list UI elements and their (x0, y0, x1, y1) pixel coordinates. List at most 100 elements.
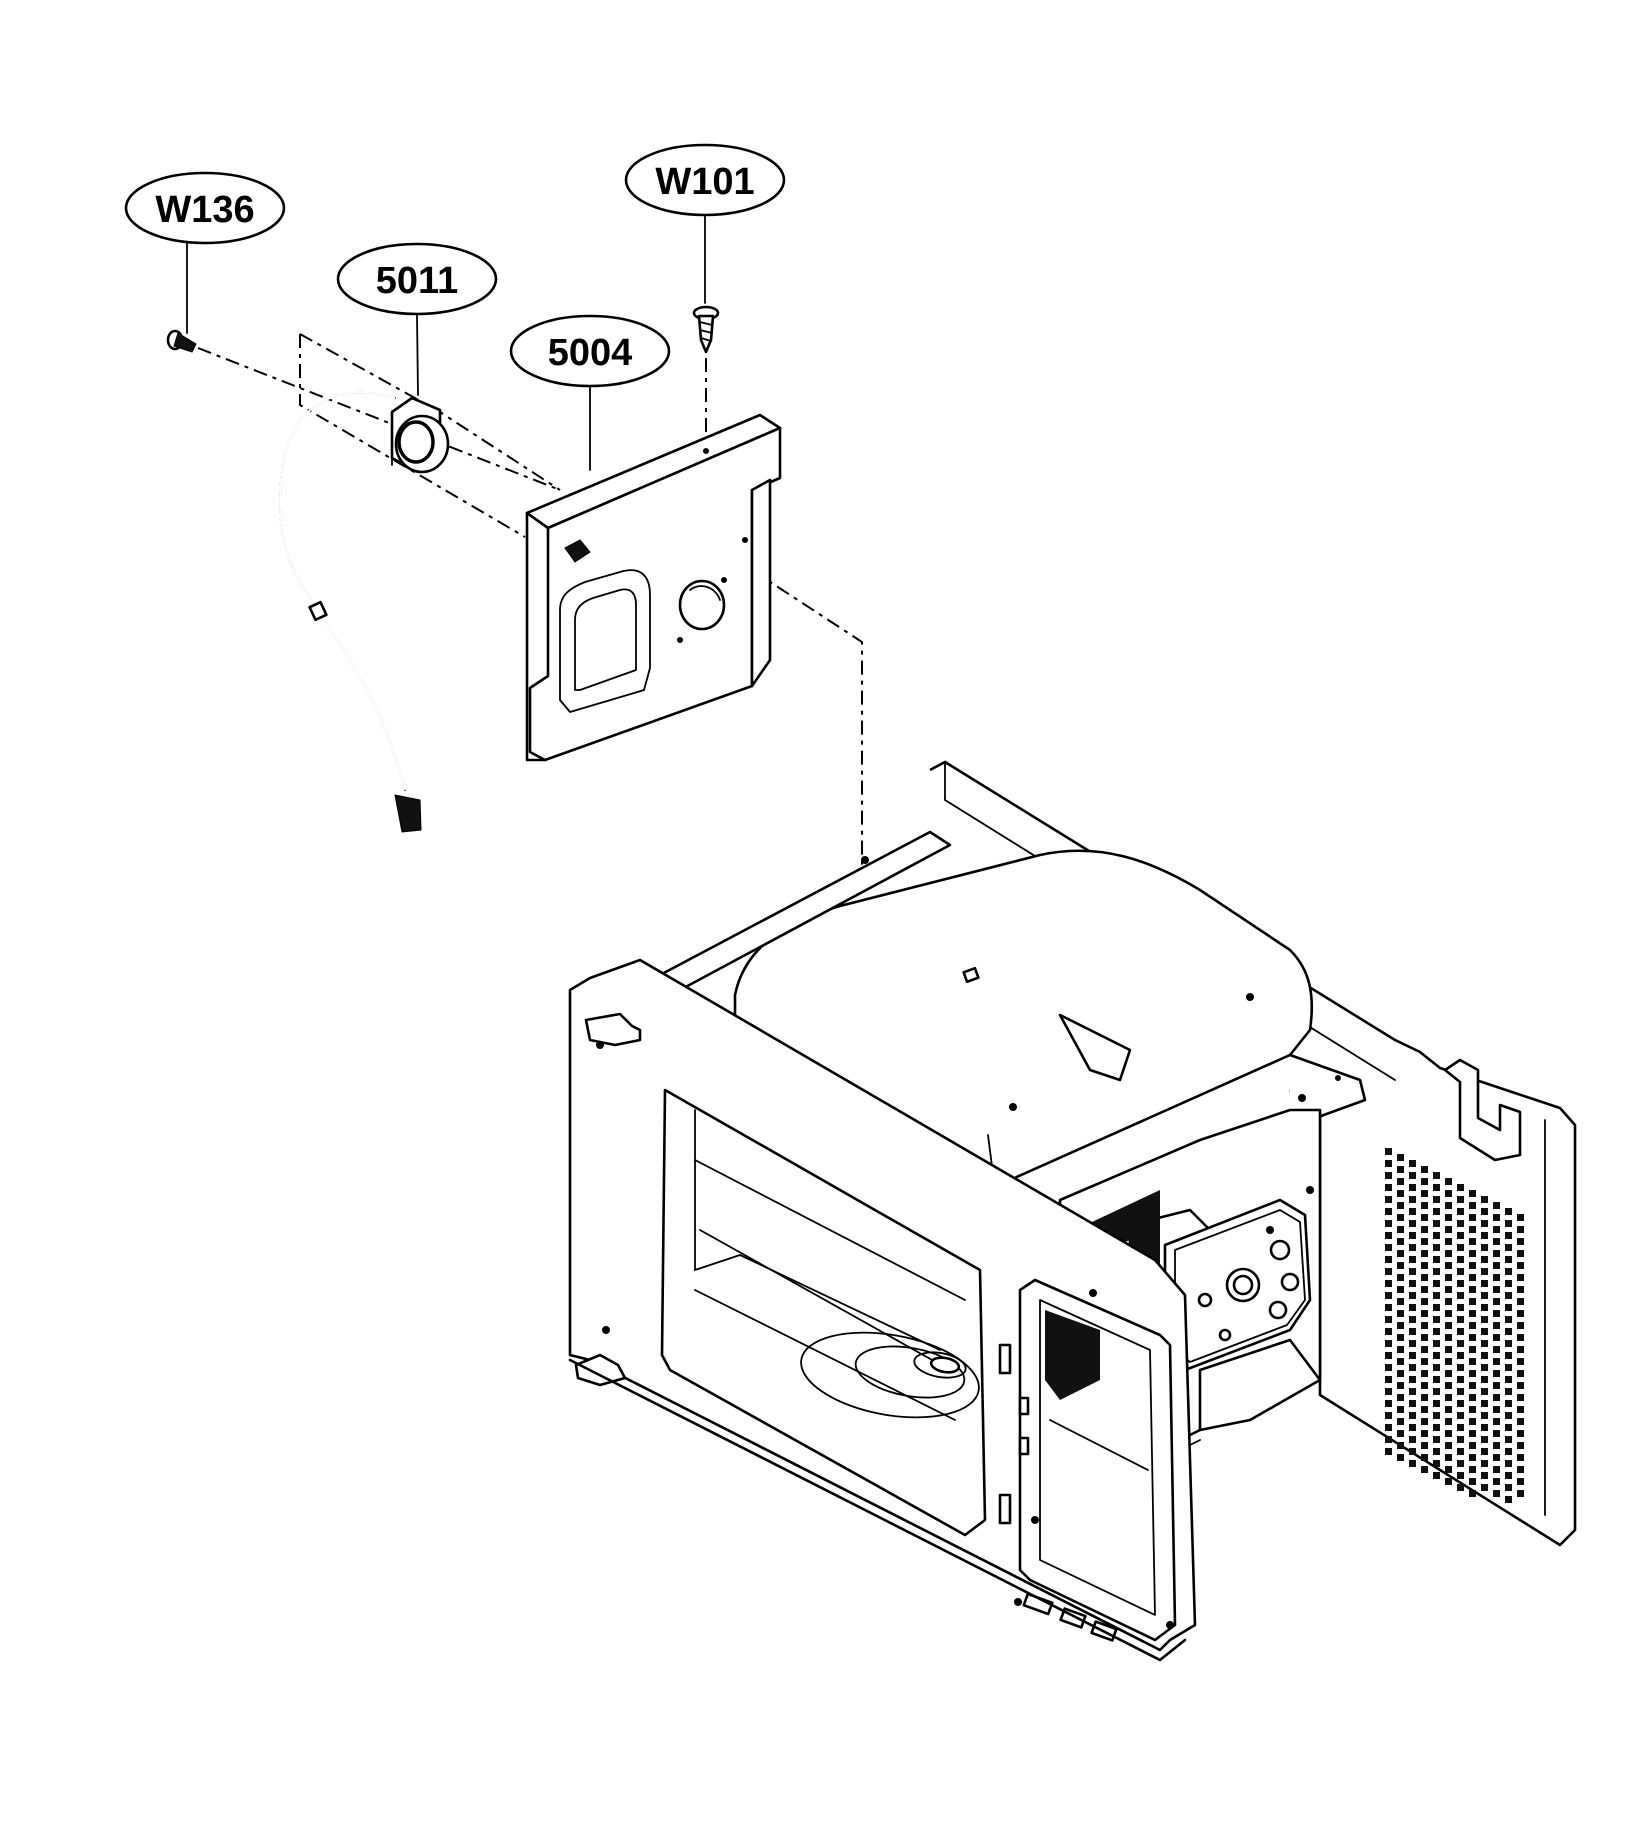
callout-5011[interactable]: 5011 (336, 242, 498, 396)
vent-hole (1481, 1400, 1488, 1407)
vent-hole (1433, 1244, 1440, 1251)
vent-hole (1433, 1292, 1440, 1299)
vent-hole (1517, 1358, 1524, 1365)
vent-hole (1409, 1208, 1416, 1215)
vent-hole (1481, 1388, 1488, 1395)
vent-hole (1445, 1214, 1452, 1221)
vent-hole (1421, 1262, 1428, 1269)
vent-hole (1469, 1394, 1476, 1401)
vent-hole (1433, 1172, 1440, 1179)
vent-hole (1457, 1328, 1464, 1335)
vent-hole (1409, 1304, 1416, 1311)
vent-hole (1469, 1442, 1476, 1449)
vent-hole (1493, 1346, 1500, 1353)
vent-hole (1385, 1424, 1392, 1431)
vent-hole (1409, 1184, 1416, 1191)
vent-hole (1505, 1364, 1512, 1371)
vent-hole (1481, 1412, 1488, 1419)
vent-hole (1505, 1304, 1512, 1311)
vent-hole (1385, 1160, 1392, 1167)
vent-hole (1517, 1274, 1524, 1281)
vent-hole (1385, 1208, 1392, 1215)
vent-hole (1493, 1394, 1500, 1401)
turntable-icon (800, 1331, 980, 1419)
screw-w136-icon (166, 329, 197, 353)
vent-hole (1505, 1400, 1512, 1407)
vent-hole (1397, 1442, 1404, 1449)
vent-hole (1481, 1328, 1488, 1335)
vent-hole (1481, 1280, 1488, 1287)
vent-hole (1517, 1478, 1524, 1485)
vent-hole (1433, 1424, 1440, 1431)
vent-hole (1517, 1370, 1524, 1377)
vent-hole (1421, 1466, 1428, 1473)
vent-hole (1409, 1460, 1416, 1467)
vent-hole (1397, 1298, 1404, 1305)
vent-hole (1517, 1238, 1524, 1245)
vent-hole (1457, 1484, 1464, 1491)
vent-hole (1469, 1310, 1476, 1317)
vent-hole (1505, 1412, 1512, 1419)
vent-hole (1469, 1226, 1476, 1233)
vent-hole (1481, 1364, 1488, 1371)
vent-hole (1505, 1280, 1512, 1287)
vent-hole (1409, 1424, 1416, 1431)
vent-hole (1457, 1292, 1464, 1299)
vent-hole (1481, 1292, 1488, 1299)
vent-hole (1445, 1202, 1452, 1209)
vent-hole (1433, 1280, 1440, 1287)
vent-hole (1445, 1286, 1452, 1293)
vent-hole (1517, 1226, 1524, 1233)
vent-hole (1421, 1238, 1428, 1245)
vent-hole (1517, 1298, 1524, 1305)
vent-hole (1493, 1454, 1500, 1461)
vent-hole (1481, 1196, 1488, 1203)
vent-hole (1433, 1340, 1440, 1347)
vent-hole (1421, 1190, 1428, 1197)
vent-hole (1385, 1184, 1392, 1191)
vent-hole (1385, 1256, 1392, 1263)
vent-hole (1433, 1328, 1440, 1335)
vent-hole (1469, 1238, 1476, 1245)
vent-hole (1469, 1322, 1476, 1329)
vent-hole (1445, 1178, 1452, 1185)
vent-hole (1433, 1196, 1440, 1203)
vent-hole (1505, 1436, 1512, 1443)
vent-hole (1493, 1382, 1500, 1389)
vent-hole (1505, 1340, 1512, 1347)
vent-hole (1421, 1274, 1428, 1281)
vent-hole (1481, 1376, 1488, 1383)
vent-hole (1397, 1358, 1404, 1365)
vent-hole (1397, 1166, 1404, 1173)
vent-hole (1445, 1226, 1452, 1233)
vent-hole (1457, 1196, 1464, 1203)
vent-hole (1409, 1364, 1416, 1371)
vent-hole (1505, 1220, 1512, 1227)
vent-hole (1517, 1382, 1524, 1389)
vent-hole (1457, 1472, 1464, 1479)
vent-hole (1409, 1328, 1416, 1335)
vent-hole (1493, 1334, 1500, 1341)
vent-hole (1481, 1352, 1488, 1359)
vent-hole (1481, 1244, 1488, 1251)
vent-hole (1385, 1244, 1392, 1251)
vent-hole (1457, 1208, 1464, 1215)
callout-w136[interactable]: W136 (124, 171, 286, 334)
vent-hole (1385, 1148, 1392, 1155)
vent-hole (1493, 1298, 1500, 1305)
vent-hole (1445, 1370, 1452, 1377)
vent-hole (1409, 1388, 1416, 1395)
vent-hole (1421, 1346, 1428, 1353)
vent-hole (1493, 1370, 1500, 1377)
vent-hole (1421, 1430, 1428, 1437)
vent-hole (1397, 1154, 1404, 1161)
vent-hole (1505, 1424, 1512, 1431)
vent-hole (1409, 1316, 1416, 1323)
callout-5004[interactable]: 5004 (509, 314, 671, 471)
vent-hole (1457, 1268, 1464, 1275)
vent-hole (1505, 1376, 1512, 1383)
vent-hole (1505, 1484, 1512, 1491)
vent-hole (1445, 1310, 1452, 1317)
callout-w101[interactable]: W101 (624, 143, 786, 304)
vent-hole (1409, 1220, 1416, 1227)
